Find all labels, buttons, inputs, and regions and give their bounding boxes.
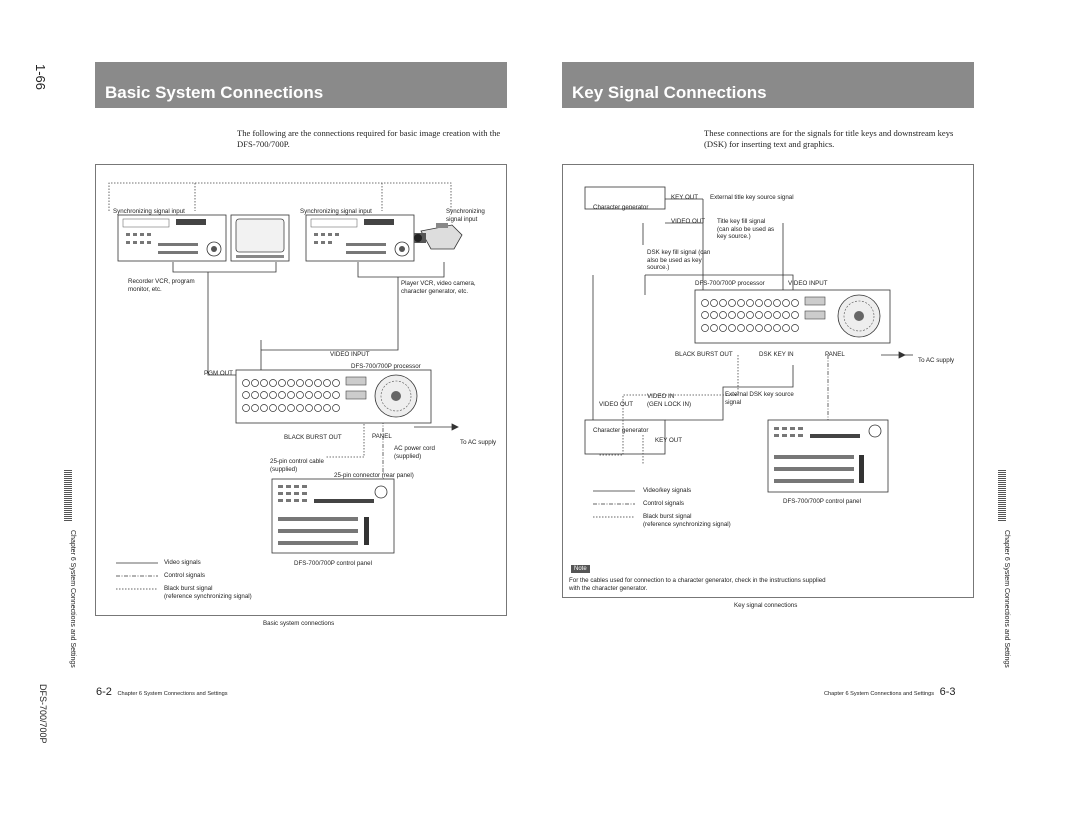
video-lines [172, 262, 459, 431]
key-connections-diagram [584, 186, 913, 518]
sync-lines [108, 182, 452, 458]
label-processor: DFS-700/700P processor [695, 280, 765, 287]
label-recorder: Recorder VCR, program monitor, etc. [128, 278, 195, 293]
legend-control: Control signals [643, 500, 684, 507]
right-control-panel-device [767, 419, 889, 493]
label-player: Player VCR, video camera, character gene… [401, 280, 476, 295]
label-sync-in-1: Synchronizing signal input [113, 208, 185, 215]
right-processor-device [694, 289, 891, 344]
label-to-ac: To AC supply [460, 439, 497, 446]
label-key-out-1: KEY OUT [671, 194, 699, 201]
label-to-ac: To AC supply [918, 357, 955, 364]
right-legend-lines [593, 490, 635, 518]
legend-video: Video signals [164, 559, 201, 566]
legend-video-key: Video/key signals [643, 487, 692, 494]
side-page-number: 1-66 [33, 64, 48, 91]
label-char-gen-2: Character generator [593, 427, 649, 434]
label-key-out-2: KEY OUT [655, 437, 683, 444]
video-camera-device [414, 223, 463, 250]
right-video-lines [584, 186, 913, 455]
legend-control: Control signals [164, 572, 205, 579]
label-video-in: VIDEO IN (GEN LOCK IN) [647, 393, 692, 408]
label-black-burst-out: BLACK BURST OUT [284, 434, 342, 441]
label-video-input: VIDEO INPUT [788, 280, 828, 287]
label-char-gen-1: Character generator [593, 204, 649, 211]
note-text: For the cables used for connection to a … [569, 577, 826, 592]
label-black-burst-out: BLACK BURST OUT [675, 351, 733, 358]
left-intro: The following are the connections requir… [237, 128, 501, 149]
left-caption: Basic system connections [263, 620, 335, 627]
control-panel-device [271, 478, 395, 554]
right-footer: Chapter 6 System Connections and Setting… [824, 686, 956, 698]
processor-device [235, 369, 432, 424]
side-model: DFS-700/700P [38, 684, 48, 744]
right-footer-text: Chapter 6 System Connections and Setting… [824, 691, 935, 697]
label-control-panel: DFS-700/700P control panel [783, 498, 861, 505]
label-ext-title-key: External title key source signal [710, 194, 794, 201]
label-panel: PANEL [825, 351, 845, 358]
right-title-text: Key Signal Connections [572, 83, 767, 102]
right-burst-line [598, 355, 739, 456]
left-side-chapter: Chapter 6 System Connections and Setting… [69, 530, 76, 668]
basic-connections-diagram [108, 182, 463, 590]
right-side-chapter: Chapter 6 System Connections and Setting… [1003, 530, 1010, 668]
right-page-title: Key Signal Connections [562, 62, 974, 108]
program-monitor-device [230, 214, 290, 262]
right-page-num: 6-3 [939, 686, 956, 698]
left-page-title: Basic System Connections [95, 62, 507, 108]
left-legend-lines [116, 562, 158, 590]
label-control-panel: DFS-700/700P control panel [294, 560, 372, 567]
left-footer-text: Chapter 6 System Connections and Setting… [117, 691, 228, 697]
right-caption: Key signal connections [734, 602, 798, 609]
left-diagram-frame: Synchronizing signal input Synchronizing… [95, 164, 507, 616]
player-vcr-device [305, 214, 415, 262]
label-processor: DFS-700/700P processor [351, 363, 421, 370]
label-ext-dsk: External DSK key source signal [725, 391, 794, 406]
label-sync-in-3: Synchronizing signal input [446, 208, 485, 223]
label-video-out-1: VIDEO OUT [671, 218, 706, 225]
label-dsk-fill: DSK key fill signal (can also be used as… [647, 249, 711, 271]
left-title-text: Basic System Connections [105, 83, 324, 102]
right-intro: These connections are for the signals fo… [704, 128, 954, 149]
label-connector: 25-pin connector (rear panel) [334, 472, 414, 479]
label-sync-in-2: Synchronizing signal input [300, 208, 372, 215]
left-thumb-tab [64, 470, 72, 522]
right-diagram-frame: Character generator KEY OUT External tit… [562, 164, 974, 598]
label-video-input: VIDEO INPUT [330, 351, 370, 358]
left-footer: 6-2 Chapter 6 System Connections and Set… [96, 686, 228, 698]
legend-burst: Black burst signal (reference synchroniz… [164, 585, 252, 600]
note-label: Note [571, 565, 590, 573]
label-title-fill: Title key fill signal (can also be used … [717, 218, 775, 240]
left-page-num: 6-2 [96, 686, 112, 698]
label-dsk-key-in: DSK KEY IN [759, 351, 794, 358]
recorder-vcr-device [117, 214, 227, 262]
right-thumb-tab [998, 470, 1006, 522]
legend-burst: Black burst signal (reference synchroniz… [643, 513, 731, 528]
label-ac-cord: AC power cord (supplied) [394, 445, 435, 460]
label-panel: PANEL [372, 433, 392, 440]
label-pgm-out: PGM OUT [204, 370, 233, 377]
label-control-cable: 25-pin control cable (supplied) [270, 458, 325, 473]
label-video-out-2: VIDEO OUT [599, 401, 634, 408]
